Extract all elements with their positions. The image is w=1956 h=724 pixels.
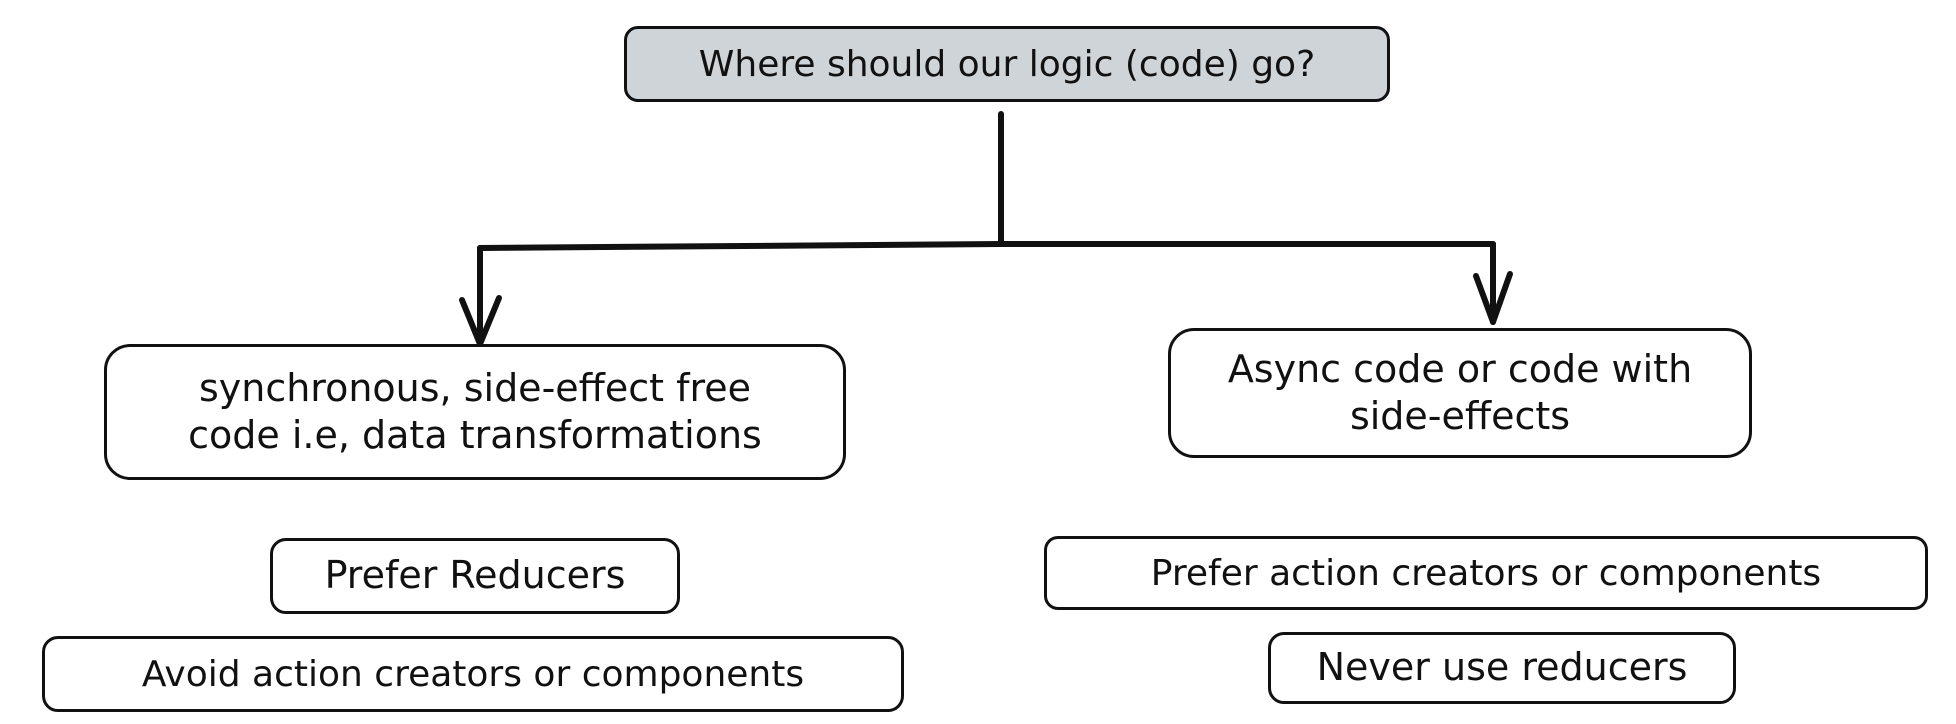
prefer-reducers-label: Prefer Reducers — [324, 553, 626, 598]
sync-code-label-line1: synchronous, side-effect free — [198, 365, 752, 410]
async-code-text: Async code or code with side-effects — [1228, 346, 1692, 441]
async-code-label-line2: side-effects — [1349, 394, 1571, 438]
prefer-action-creators-note: Prefer action creators or components — [1044, 536, 1928, 610]
never-use-reducers-note: Never use reducers — [1268, 632, 1736, 704]
never-use-reducers-label: Never use reducers — [1316, 645, 1688, 690]
sync-code-label-line2: code i.e, data transformations — [188, 413, 762, 457]
horizontal-branch-line — [477, 241, 1496, 251]
right-arrowhead-icon — [1473, 271, 1513, 325]
async-code-label-line1: Async code or code with — [1227, 346, 1693, 391]
avoid-action-creators-label: Avoid action creators or components — [141, 653, 805, 695]
root-question-node: Where should our logic (code) go? — [624, 26, 1390, 102]
sync-code-text: synchronous, side-effect free code i.e, … — [188, 365, 762, 460]
root-question-label: Where should our logic (code) go? — [698, 43, 1316, 85]
sync-code-node: synchronous, side-effect free code i.e, … — [104, 344, 846, 480]
avoid-action-creators-note: Avoid action creators or components — [42, 636, 904, 712]
async-code-node: Async code or code with side-effects — [1168, 328, 1752, 458]
prefer-action-creators-label: Prefer action creators or components — [1150, 552, 1822, 594]
prefer-reducers-note: Prefer Reducers — [270, 538, 680, 614]
